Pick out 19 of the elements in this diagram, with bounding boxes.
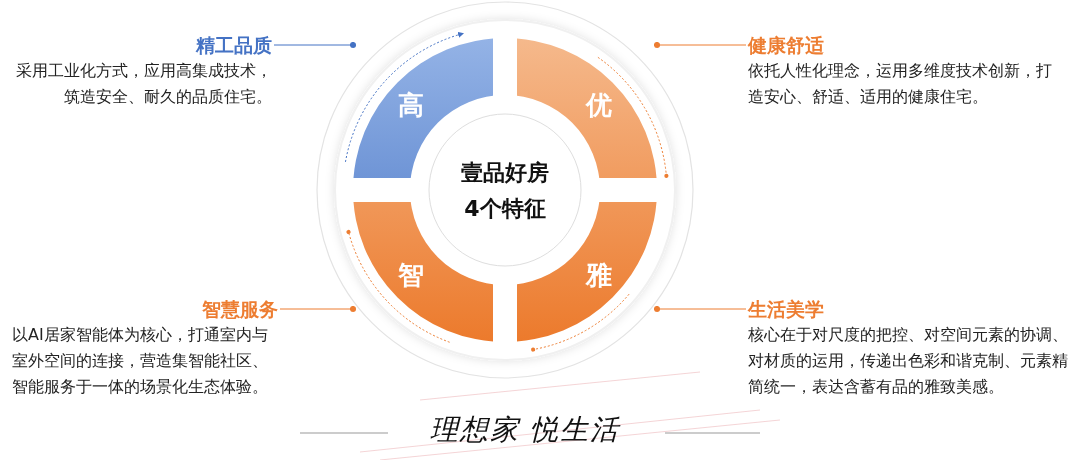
description-text: 核心在于对尺度的把控、对空间元素的协调、对材质的运用，传递出色彩和谐克制、元素精简统一，表达含蓄有品的雅致美感。 — [748, 324, 1069, 398]
segment-label: 雅 — [586, 260, 612, 290]
segment-label: 优 — [586, 90, 612, 120]
center-title: 壹品好房 — [460, 159, 550, 187]
center-subtitle: 4个特征 — [463, 195, 547, 223]
description-text: 采用工业化方式，应用高集成技术，筑造安全、耐久的品质住宅。 — [15, 60, 272, 108]
heading: 智慧服务 — [202, 297, 278, 322]
leader-line — [653, 41, 747, 49]
description-text: 以AI居家智能体为核心，打通室内与室外空间的连接，营造集智能社区、智能服务于一体的场景化生态体验。 — [12, 324, 269, 398]
segment-label: 高 — [398, 90, 424, 120]
leader-line — [653, 305, 747, 313]
segment-label: 智 — [398, 260, 424, 290]
leader-line — [279, 305, 357, 313]
leader-line — [273, 41, 357, 49]
slogan-text: 理想家 悦生活 — [428, 412, 622, 448]
heading: 生活美学 — [748, 297, 824, 322]
description-text: 依托人性化理念，运用多维度技术创新，打造安心、舒适、适用的健康住宅。 — [748, 60, 1053, 108]
heading: 精工品质 — [196, 33, 272, 58]
heading: 健康舒适 — [748, 33, 824, 58]
